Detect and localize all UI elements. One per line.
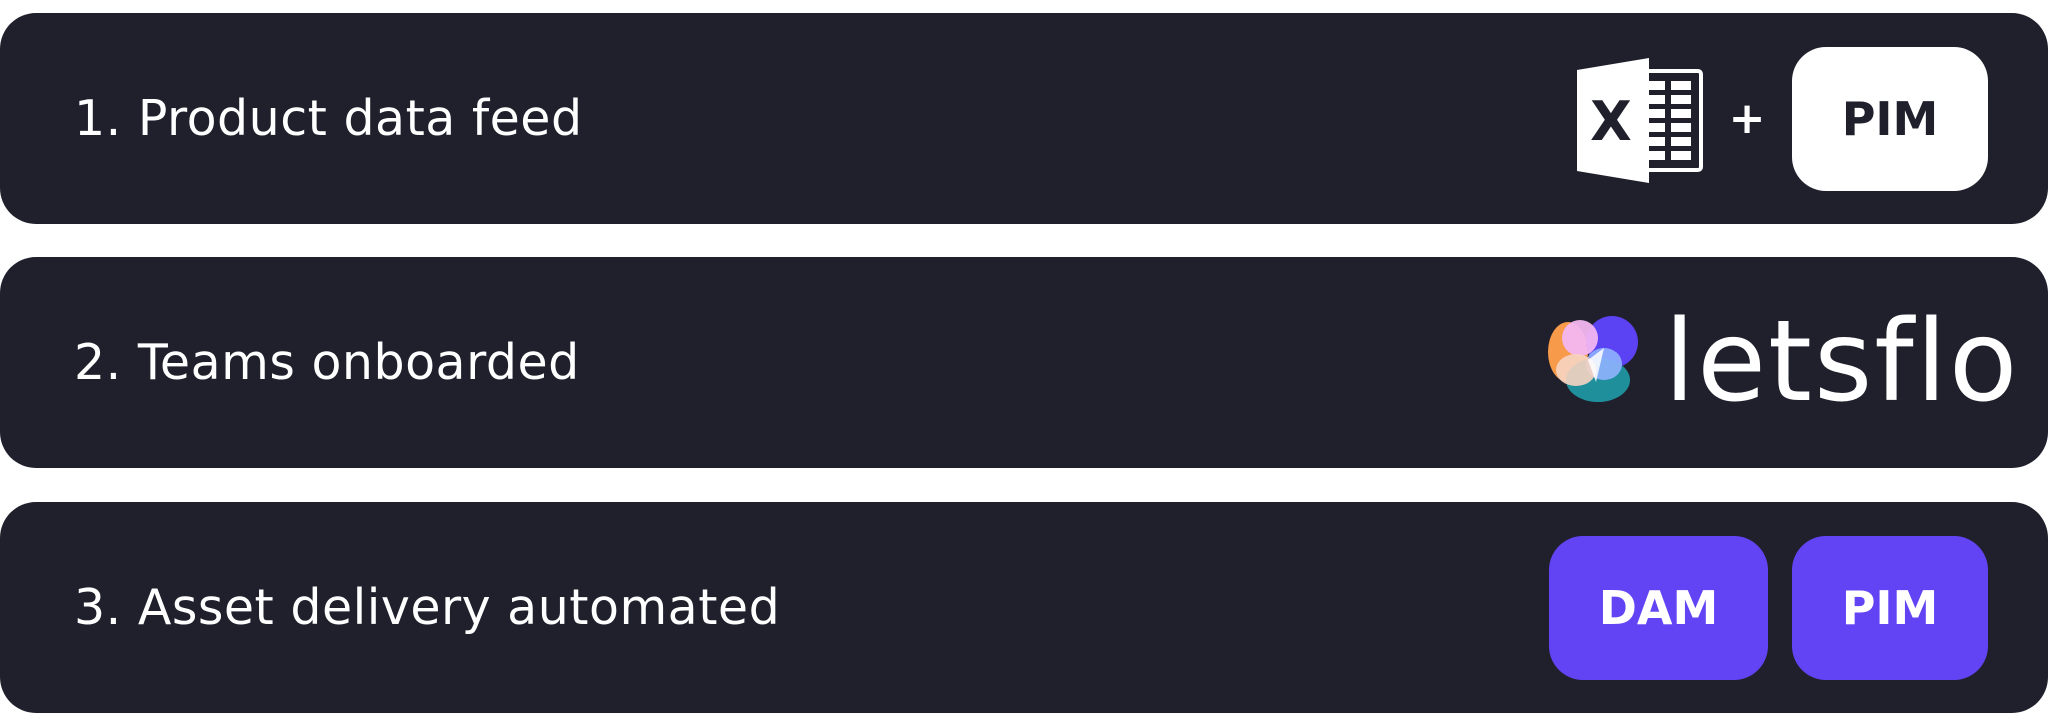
pim-badge: PIM (1792, 47, 1988, 191)
plus-sign: + (1728, 92, 1766, 144)
step-label: 1. Product data feed (74, 90, 583, 147)
excel-icon: X (1577, 58, 1703, 183)
pim-badge: PIM (1792, 536, 1988, 680)
step-label: 3. Asset delivery automated (74, 579, 781, 636)
dam-badge: DAM (1549, 536, 1768, 680)
step-card-product-data-feed: 1. Product data feed X + PIM (0, 13, 2048, 224)
svg-text:X: X (1590, 90, 1632, 153)
step-card-teams-onboarded: 2. Teams onboarded letsflo (0, 257, 2048, 468)
letsflo-logo-icon (1548, 316, 1638, 402)
letsflo-logo-text: letsflo (1664, 297, 2020, 427)
step-card-asset-delivery-automated: 3. Asset delivery automated DAM PIM (0, 502, 2048, 713)
step-label: 2. Teams onboarded (74, 334, 580, 391)
